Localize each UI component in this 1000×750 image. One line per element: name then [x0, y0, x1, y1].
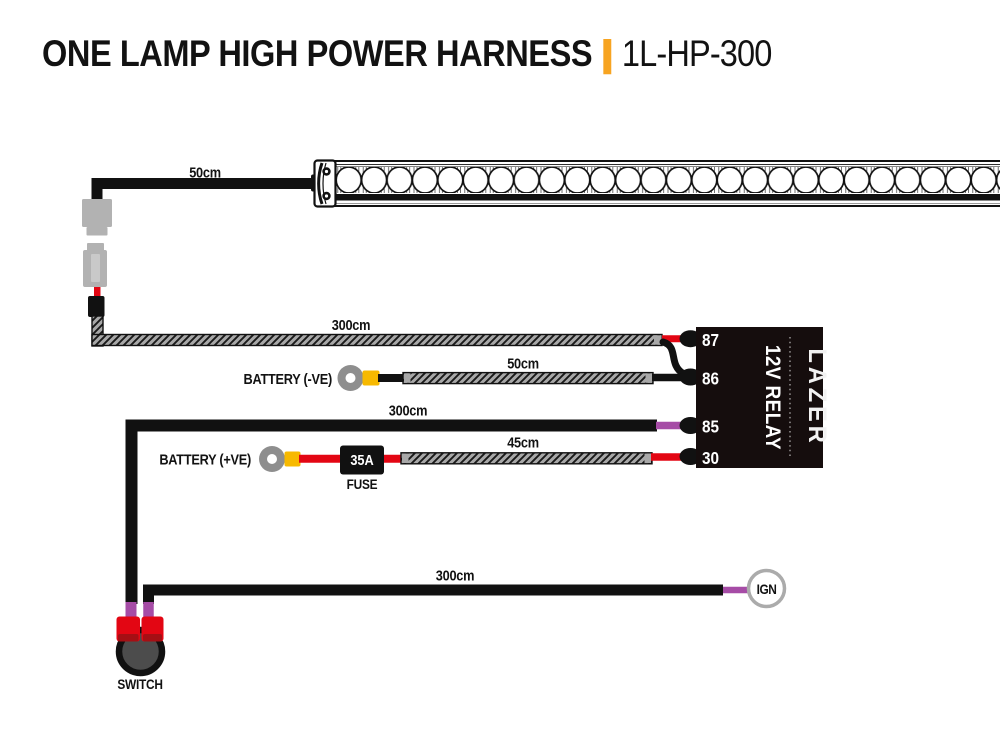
switch-feed-length-label: 300cm [389, 401, 427, 418]
terminal-86-label: 86 [702, 368, 719, 388]
fuse-holder: 35A [340, 445, 384, 475]
relay-brand-logo: LAZER [803, 348, 831, 446]
battery-positive-ring-terminal [259, 446, 301, 472]
crimp-yellow [362, 370, 380, 386]
title-code: 1L-HP-300 [621, 33, 772, 74]
fuse-rating-label: 35A [350, 451, 373, 468]
lamp-wire [91, 178, 313, 201]
led-lamp-bar [311, 159, 1000, 208]
battery-negative-length-label: 50cm [507, 354, 539, 371]
battery-positive-label: BATTERY (+VE) [159, 450, 251, 467]
relay: 87 86 85 30 12V RELAY LAZER [679, 327, 831, 468]
terminal-30-label: 30 [702, 448, 719, 468]
connector-heatshrink-sleeve [88, 296, 105, 317]
fuse-label: FUSE [347, 476, 378, 492]
lamp-bar-lenses [336, 167, 1000, 193]
ignition-node: IGN [746, 568, 787, 609]
battery-negative-ring-terminal [337, 365, 380, 391]
connector-red-wire [94, 287, 101, 297]
lamp-bar-end-cap [311, 159, 337, 208]
ignition-wire [143, 584, 723, 604]
battery-negative-wire [402, 371, 654, 385]
page-title: ONE LAMP HIGH POWER HARNESS|1L-HP-300 [42, 33, 772, 75]
fused-supply-wire [400, 452, 653, 465]
switch: SWITCH [115, 602, 166, 692]
lamp-connector-male [82, 199, 112, 236]
terminal-85-label: 85 [702, 416, 719, 436]
battery-negative-label: BATTERY (-VE) [244, 370, 332, 387]
title-main: ONE LAMP HIGH POWER HARNESS [42, 33, 593, 74]
crimp-yellow [284, 451, 301, 467]
ignition-length-label: 300cm [436, 566, 474, 583]
relay-output-wire [91, 315, 663, 347]
fused-supply-length-label: 45cm [507, 433, 539, 450]
relay-title: 12V RELAY [761, 345, 784, 450]
title-separator: | [598, 33, 616, 74]
switch-label: SWITCH [117, 676, 162, 692]
lamp-wire-length-label: 50cm [189, 163, 221, 180]
harness-connector-female [83, 243, 107, 287]
relay-body [696, 327, 823, 468]
lamp-negative-lead [659, 338, 687, 377]
relay-output-length-label: 300cm [332, 316, 370, 333]
lamp-bar-lower-band [335, 194, 1000, 201]
switch-feed-wire [125, 419, 657, 604]
terminal-87-label: 87 [702, 330, 719, 350]
ignition-label: IGN [757, 581, 777, 597]
